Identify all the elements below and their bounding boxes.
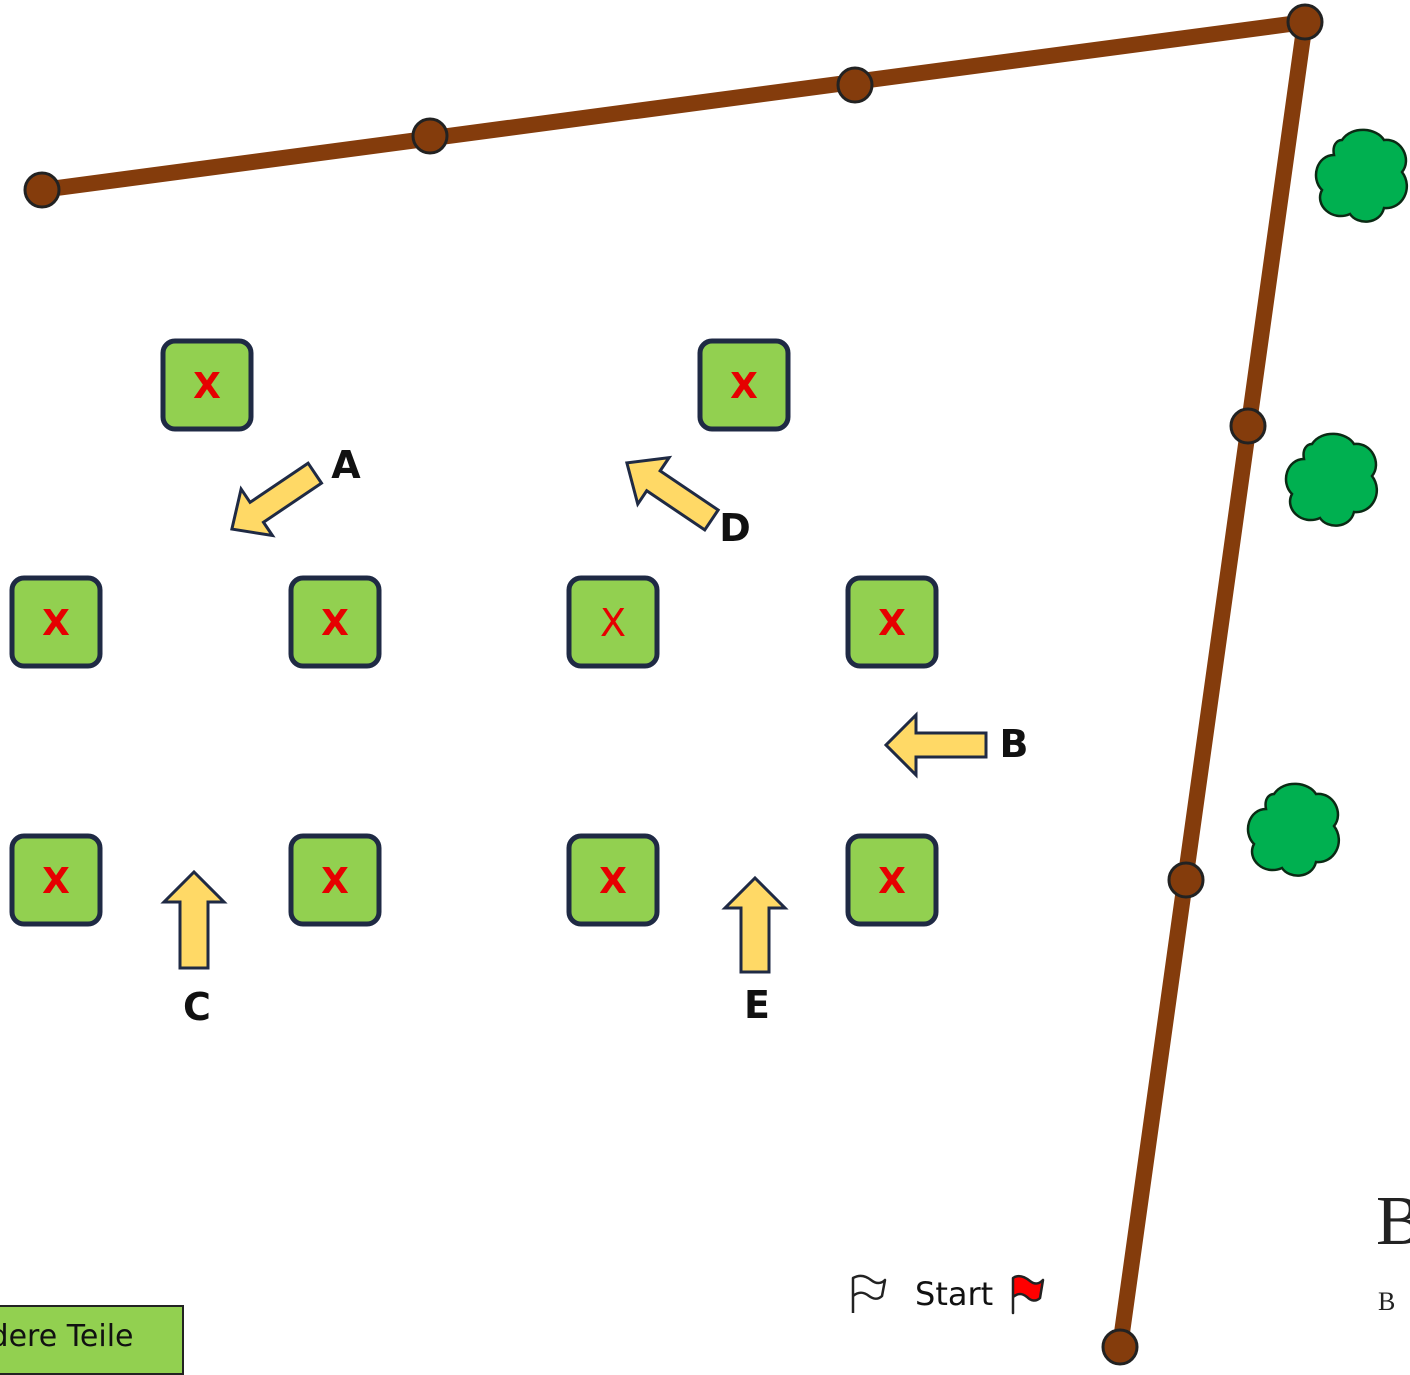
logo-letter-small: B <box>1378 1287 1395 1316</box>
obstacle-box: X <box>845 575 939 669</box>
fence-post <box>411 117 449 155</box>
fence-post <box>1101 1328 1139 1366</box>
obstacle-box: X <box>288 575 382 669</box>
fence-post <box>836 66 874 104</box>
arrow-label-d: D <box>719 506 751 550</box>
arrow-d-icon <box>625 455 721 532</box>
fence <box>23 3 1324 1366</box>
obstacle-box: X <box>160 338 254 432</box>
legend-box: Andere Teile <box>0 1305 184 1375</box>
arrow-b-icon <box>883 711 988 779</box>
flag-red-icon <box>1011 1274 1045 1315</box>
fence-post <box>23 171 61 209</box>
start-marker: Start <box>851 1274 1045 1315</box>
arrow-label-e: E <box>744 983 770 1027</box>
obstacle-label: X <box>193 366 221 407</box>
start-label: Start <box>915 1275 993 1313</box>
fence-post <box>1167 861 1205 899</box>
obstacle-box: X <box>9 575 103 669</box>
obstacles: X X X X X X X X <box>9 338 939 927</box>
flag-outline-icon <box>851 1274 887 1313</box>
fence-post <box>1229 407 1267 445</box>
obstacle-label: X <box>878 861 906 902</box>
obstacle-box: X <box>9 833 103 927</box>
obstacle-label: X <box>42 603 70 644</box>
obstacle-label: X <box>878 603 906 644</box>
trees <box>1246 128 1409 877</box>
obstacle-box: X <box>566 833 660 927</box>
obstacle-label: X <box>599 861 627 902</box>
tree-icon <box>1314 128 1409 223</box>
obstacle-label: X <box>730 366 758 407</box>
arrow-c-icon <box>160 869 228 970</box>
arrow-label-a: A <box>331 443 361 487</box>
arrow-label-c: C <box>183 985 211 1029</box>
obstacle-box: X <box>566 575 660 669</box>
legend-text: Andere Teile <box>0 1319 134 1354</box>
tree-icon <box>1284 432 1379 527</box>
arrows <box>160 455 988 974</box>
obstacle-label: X <box>321 603 349 644</box>
logo-letter-big: B <box>1376 1183 1410 1260</box>
obstacle-label: X <box>600 601 626 645</box>
fence-post <box>1286 3 1324 41</box>
arrow-a-icon <box>230 461 324 538</box>
logo: B B <box>1376 1183 1410 1316</box>
obstacle-label: X <box>42 861 70 902</box>
arrow-label-b: B <box>1000 722 1029 766</box>
obstacle-box: X <box>845 833 939 927</box>
obstacle-box: X <box>288 833 382 927</box>
tree-icon <box>1246 782 1341 877</box>
arrow-e-icon <box>721 875 789 974</box>
obstacle-label: X <box>321 861 349 902</box>
obstacle-box: X <box>697 338 791 432</box>
